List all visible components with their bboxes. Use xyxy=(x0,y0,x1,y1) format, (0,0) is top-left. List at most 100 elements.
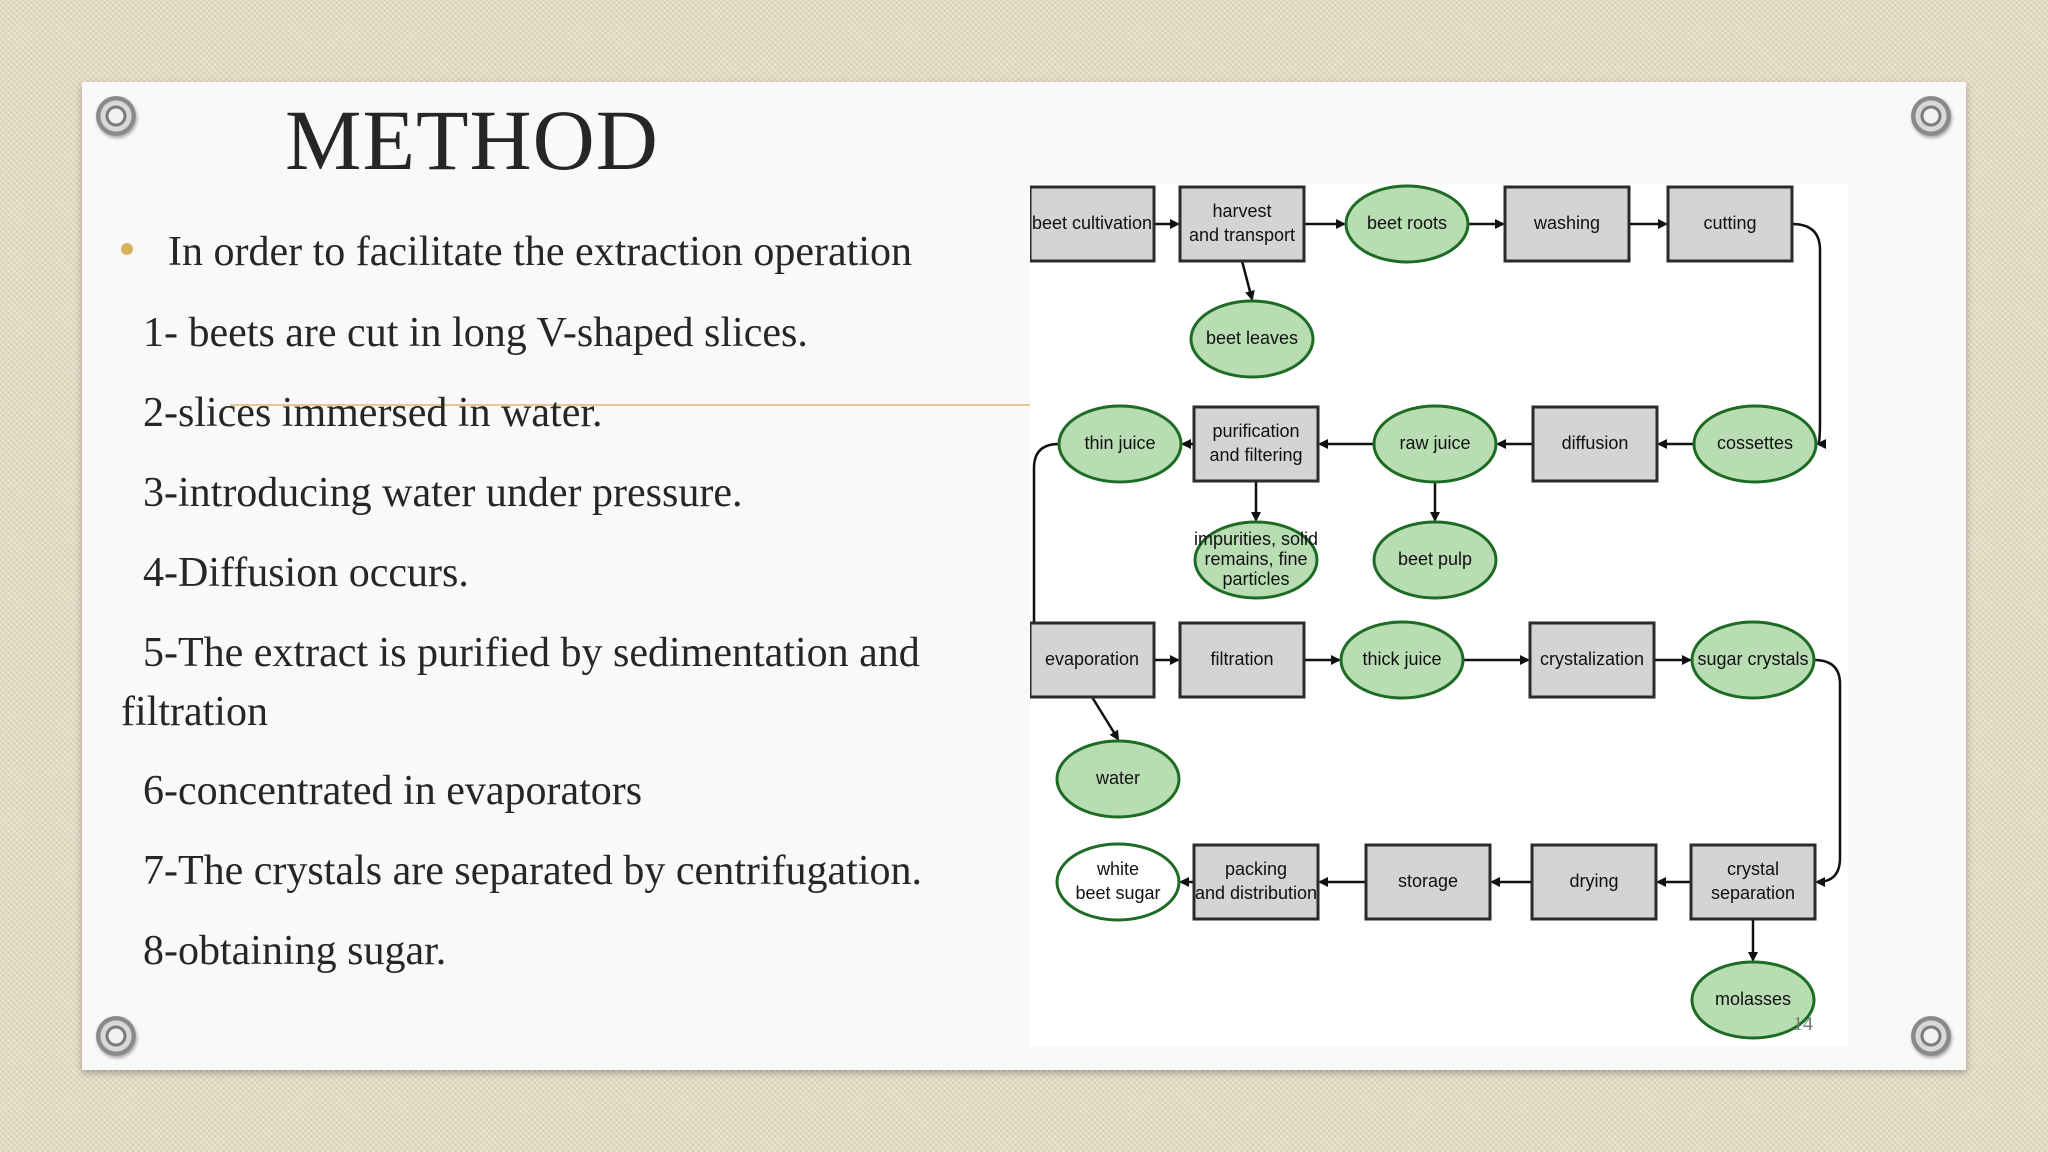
product-oval xyxy=(1344,184,1470,264)
flow-node-label: and distribution xyxy=(1195,883,1317,903)
flow-node-label: beet cultivation xyxy=(1032,213,1152,233)
flow-node-drying: drying xyxy=(1530,843,1658,921)
title-divider xyxy=(230,404,1030,406)
process-box xyxy=(1192,405,1320,483)
flow-node-label: sugar crystals xyxy=(1697,649,1808,669)
process-box xyxy=(1192,843,1320,921)
flow-node-label: particles xyxy=(1222,569,1289,589)
arrow-harvest-beet-leaves xyxy=(1240,260,1255,301)
process-box xyxy=(1030,185,1156,263)
process-box xyxy=(1364,843,1492,921)
flow-node-washing: washing xyxy=(1503,185,1631,263)
flow-node-evaporation: evaporation xyxy=(1030,621,1156,699)
product-oval xyxy=(1339,620,1465,700)
flow-node-cossettes: cossettes xyxy=(1692,404,1818,484)
product-oval xyxy=(1193,520,1319,600)
flow-node-thick-juice: thick juice xyxy=(1339,620,1465,700)
nodes-layer: beet cultivation harvest and transport beet… xyxy=(1030,184,1818,1040)
flow-node-sugar-crystals: sugar crystals xyxy=(1690,620,1816,700)
process-box xyxy=(1666,185,1794,263)
process-box xyxy=(1689,843,1817,921)
product-oval xyxy=(1372,404,1498,484)
flow-node-harvest: harvest and transport xyxy=(1178,185,1306,263)
process-box xyxy=(1503,185,1631,263)
arrow-cutting-cossettes xyxy=(1791,222,1827,449)
process-box xyxy=(1030,621,1156,699)
flow-node-label: impurities, solid xyxy=(1194,529,1318,549)
flow-node-white-beet-sugar: white beet sugar xyxy=(1055,842,1181,922)
process-box xyxy=(1528,621,1656,699)
step-5: 5-The extract is purified by sedimentati… xyxy=(143,630,920,676)
flow-node-label: beet leaves xyxy=(1206,328,1298,348)
flow-node-diffusion: diffusion xyxy=(1531,405,1659,483)
page-number: 14 xyxy=(1793,1013,1813,1035)
flow-node-beet-roots: beet roots xyxy=(1344,184,1470,264)
flow-node-water: water xyxy=(1055,739,1181,819)
bullet-intro: In order to facilitate the extraction op… xyxy=(168,229,913,275)
flow-node-label: filtration xyxy=(1210,649,1273,669)
flow-node-label: raw juice xyxy=(1399,433,1470,453)
step-1: 1- beets are cut in long V-shaped slices… xyxy=(143,310,808,356)
arrow-evaporation-water xyxy=(1090,696,1120,741)
flow-node-label: remains, fine xyxy=(1204,549,1307,569)
product-oval xyxy=(1189,299,1315,379)
flow-node-label: beet sugar xyxy=(1075,883,1160,903)
flow-node-label: molasses xyxy=(1715,989,1791,1009)
process-box xyxy=(1178,621,1306,699)
flow-node-beet-cultivation: beet cultivation xyxy=(1030,185,1156,263)
flow-node-label: crystalization xyxy=(1540,649,1644,669)
flow-node-label: crystal xyxy=(1727,859,1779,879)
slide-title: METHOD xyxy=(285,92,659,188)
flow-node-raw-juice: raw juice xyxy=(1372,404,1498,484)
product-oval xyxy=(1690,620,1816,700)
flow-node-label: drying xyxy=(1569,871,1618,891)
flow-node-label: storage xyxy=(1398,871,1458,891)
flow-node-storage: storage xyxy=(1364,843,1492,921)
flow-node-label: and filtering xyxy=(1209,445,1302,465)
flow-node-label: purification xyxy=(1212,421,1299,441)
step-7: 7-The crystals are separated by centrifu… xyxy=(143,848,922,894)
product-oval xyxy=(1690,960,1816,1040)
step-5-continued: filtration xyxy=(121,689,268,735)
flow-node-label: cutting xyxy=(1703,213,1756,233)
flow-node-label: cossettes xyxy=(1717,433,1793,453)
step-8: 8-obtaining sugar. xyxy=(143,928,447,974)
arrow-sugar-crystals-crystal-separation xyxy=(1813,658,1842,887)
flow-node-label: washing xyxy=(1533,213,1600,233)
flow-node-cutting: cutting xyxy=(1666,185,1794,263)
flow-node-label: water xyxy=(1095,768,1140,788)
flow-node-label: harvest xyxy=(1212,201,1271,221)
flow-node-label: beet pulp xyxy=(1398,549,1472,569)
flow-node-crystalization: crystalization xyxy=(1528,621,1656,699)
product-oval xyxy=(1692,404,1818,484)
flow-node-label: diffusion xyxy=(1562,433,1629,453)
flow-node-label: and transport xyxy=(1189,225,1295,245)
edges-layer xyxy=(1030,219,1842,962)
flow-node-label: evaporation xyxy=(1045,649,1139,669)
flow-node-filtration: filtration xyxy=(1178,621,1306,699)
process-box xyxy=(1531,405,1659,483)
flow-node-thin-juice: thin juice xyxy=(1057,404,1183,484)
pin-icon-bottom-left xyxy=(96,1016,136,1056)
product-oval xyxy=(1055,739,1181,819)
product-oval xyxy=(1055,842,1181,922)
flow-node-molasses: molasses xyxy=(1690,960,1816,1040)
step-3: 3-introducing water under pressure. xyxy=(143,470,743,516)
product-oval xyxy=(1057,404,1183,484)
pin-icon-top-left xyxy=(96,96,136,136)
process-flow-diagram: beet cultivation harvest and transport beet… xyxy=(1030,184,1848,1046)
pin-icon-bottom-right xyxy=(1911,1016,1951,1056)
pin-icon-top-right xyxy=(1911,96,1951,136)
process-box xyxy=(1530,843,1658,921)
flow-node-label: thin juice xyxy=(1084,433,1155,453)
process-box xyxy=(1178,185,1306,263)
flow-node-label: white xyxy=(1096,859,1139,879)
flow-node-label: beet roots xyxy=(1367,213,1447,233)
step-4: 4-Diffusion occurs. xyxy=(143,550,469,596)
bullet-icon xyxy=(121,243,133,255)
flow-node-beet-leaves: beet leaves xyxy=(1189,299,1315,379)
flow-node-purification: purification and filtering xyxy=(1192,405,1320,483)
